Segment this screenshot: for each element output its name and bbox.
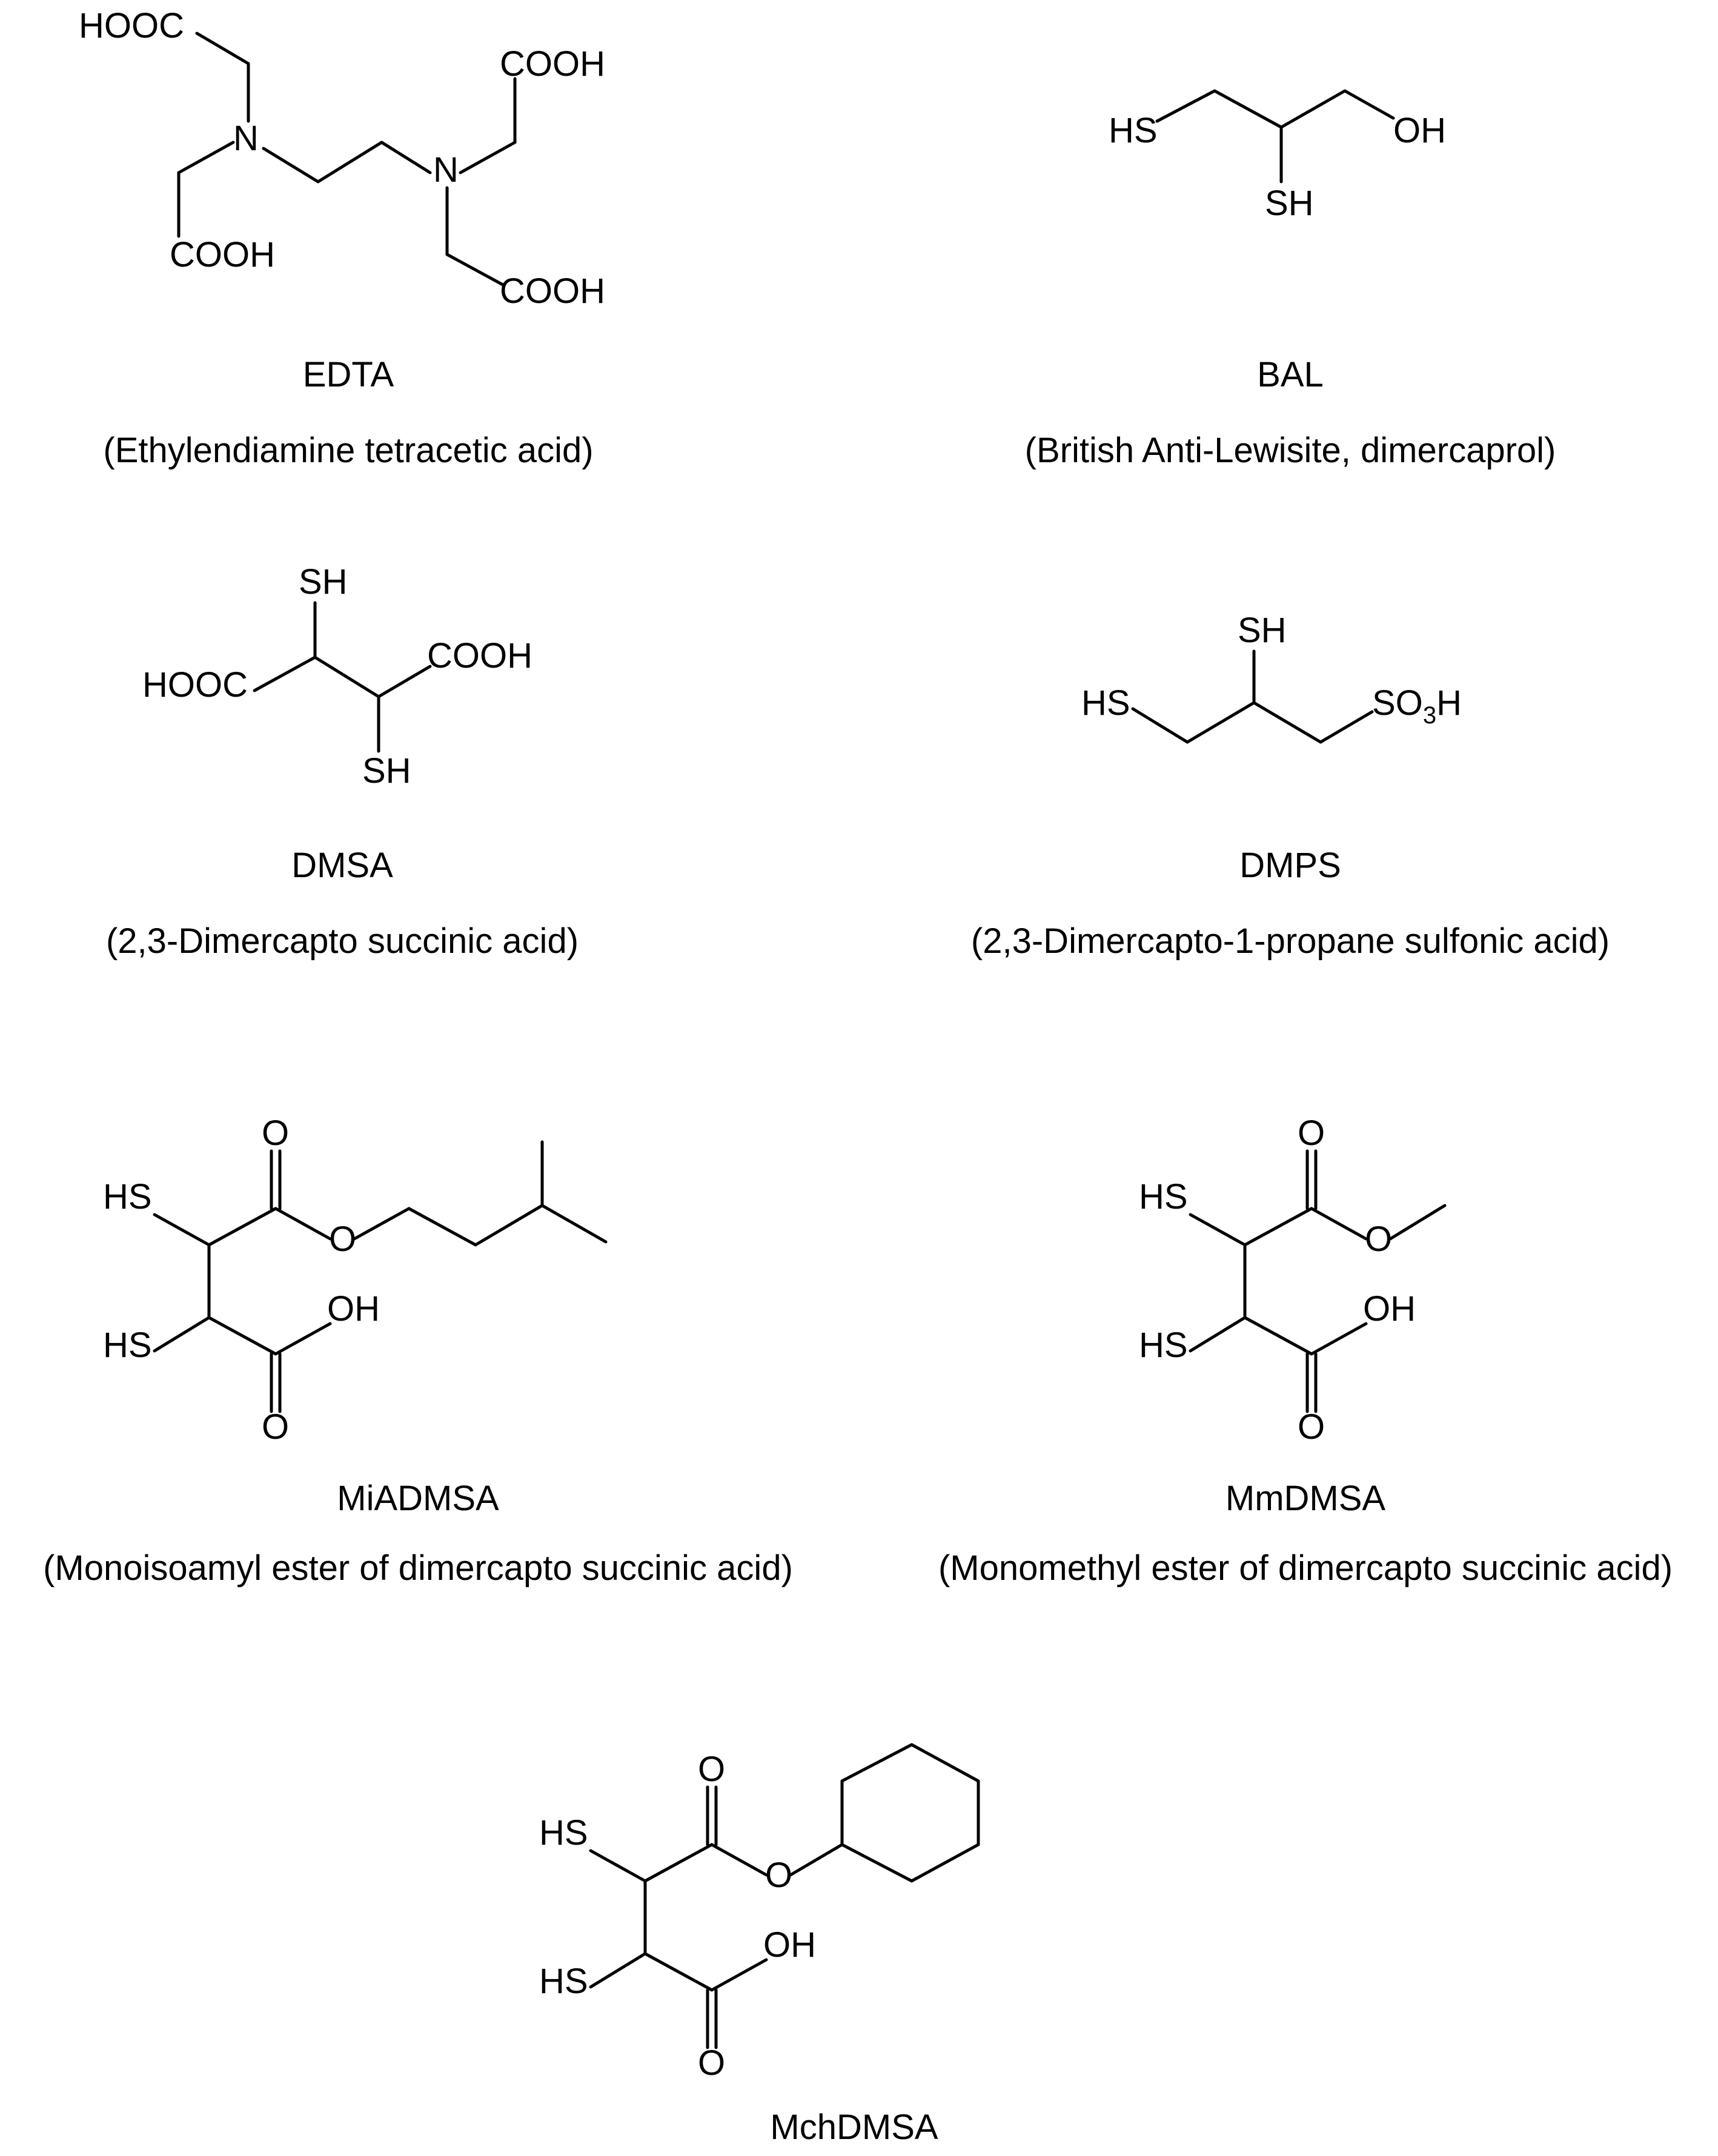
edta-n2-label: N bbox=[433, 150, 459, 190]
miadmsa-o-label-2: O bbox=[329, 1219, 356, 1259]
dmsa-cooh-label: COOH bbox=[427, 636, 532, 675]
dmps-sh-label: SH bbox=[1238, 611, 1287, 650]
mchdmsa-bonds bbox=[589, 1743, 980, 2049]
mchdmsa-structure: O HS O OH HS O bbox=[436, 1720, 1042, 2096]
edta-bonds bbox=[177, 32, 517, 287]
dmsa-structure: SH HOOC COOH SH bbox=[0, 533, 727, 824]
dmps-bonds bbox=[1131, 649, 1374, 744]
edta-n1-label: N bbox=[233, 119, 259, 158]
bal-structure: HS OH SH bbox=[909, 0, 1696, 303]
mmdmsa-structure: O HS O OH HS O bbox=[1036, 1084, 1581, 1460]
edta-abbr: EDTA bbox=[302, 355, 394, 394]
mchdmsa-hs-label-2: HS bbox=[539, 1962, 588, 2001]
miadmsa-bonds bbox=[153, 1140, 608, 1413]
mmdmsa-hs-label-1: HS bbox=[1139, 1177, 1188, 1216]
bal-bonds bbox=[1155, 89, 1395, 184]
mmdmsa-hs-label-2: HS bbox=[1139, 1325, 1188, 1365]
bal-name: (British Anti-Lewisite, dimercaprol) bbox=[1024, 431, 1556, 470]
edta-cooh-label-2: COOH bbox=[500, 44, 605, 84]
miadmsa-abbr: MiADMSA bbox=[337, 1479, 499, 1518]
bal-sh-label: SH bbox=[1265, 184, 1314, 223]
mmdmsa-o-label-3: O bbox=[1298, 1407, 1325, 1447]
mmdmsa-abbr: MmDMSA bbox=[1225, 1479, 1386, 1518]
edta-name: (Ethylendiamine tetracetic acid) bbox=[103, 431, 594, 470]
mmdmsa-o-label-1: O bbox=[1298, 1113, 1325, 1153]
mchdmsa-hs-label-1: HS bbox=[539, 1813, 588, 1853]
edta-cooh-label-1: COOH bbox=[170, 235, 275, 274]
dmsa-hooc-label: HOOC bbox=[142, 665, 248, 705]
dmsa-sh-label-1: SH bbox=[299, 562, 348, 602]
mmdmsa-svg: O HS O OH HS O bbox=[1139, 1113, 1447, 1447]
dmps-abbr: DMPS bbox=[1239, 846, 1341, 885]
dmsa-abbr: DMSA bbox=[291, 846, 393, 885]
miadmsa-o-label-3: O bbox=[262, 1407, 289, 1447]
miadmsa-o-label-1: O bbox=[262, 1113, 289, 1153]
edta-svg: HOOC N COOH N COOH COOH bbox=[79, 6, 605, 311]
dmps-subscript-3: 3 bbox=[1423, 702, 1436, 729]
mchdmsa-o-label-3: O bbox=[698, 2043, 725, 2083]
dmps-so-text: SO bbox=[1372, 683, 1423, 723]
dmps-svg: HS SH SO3H bbox=[1081, 611, 1462, 744]
dmps-h-text: H bbox=[1436, 683, 1462, 723]
mchdmsa-o-label-2: O bbox=[765, 1856, 792, 1895]
bal-svg: HS OH SH bbox=[1109, 89, 1446, 223]
bal-oh-label: OH bbox=[1393, 111, 1446, 150]
bal-abbr: BAL bbox=[1257, 355, 1324, 394]
dmsa-name: (2,3-Dimercapto succinic acid) bbox=[105, 921, 579, 961]
edta-hooc-label: HOOC bbox=[79, 6, 184, 45]
dmps-structure: HS SH SO3H bbox=[909, 533, 1696, 824]
miadmsa-name: (Monoisoamyl ester of dimercapto succini… bbox=[43, 1548, 793, 1588]
dmps-so3h-label: SO3H bbox=[1372, 683, 1462, 729]
bal-hs-label: HS bbox=[1109, 111, 1158, 150]
mchdmsa-oh-label: OH bbox=[763, 1925, 816, 1965]
mmdmsa-oh-label: OH bbox=[1363, 1289, 1416, 1328]
miadmsa-structure: O HS O OH HS O bbox=[0, 1084, 757, 1460]
miadmsa-oh-label: OH bbox=[327, 1289, 380, 1328]
dmps-hs-label: HS bbox=[1081, 683, 1130, 723]
mchdmsa-svg: O HS O OH HS O bbox=[539, 1743, 980, 2083]
mchdmsa-abbr: MchDMSA bbox=[770, 2108, 938, 2147]
miadmsa-hs-label-2: HS bbox=[103, 1325, 152, 1365]
dmps-name: (2,3-Dimercapto-1-propane sulfonic acid) bbox=[970, 921, 1610, 961]
miadmsa-hs-label-1: HS bbox=[103, 1177, 152, 1216]
mmdmsa-bonds bbox=[1189, 1149, 1447, 1413]
mmdmsa-name: (Monomethyl ester of dimercapto succinic… bbox=[938, 1548, 1673, 1588]
mchdmsa-o-label-1: O bbox=[698, 1750, 725, 1789]
mmdmsa-o-label-2: O bbox=[1365, 1219, 1392, 1259]
dmsa-bonds bbox=[253, 601, 432, 753]
edta-structure: HOOC N COOH N COOH COOH bbox=[0, 0, 727, 339]
dmsa-sh-label-2: SH bbox=[362, 751, 411, 791]
miadmsa-svg: O HS O OH HS O bbox=[103, 1113, 608, 1447]
dmsa-svg: SH HOOC COOH SH bbox=[142, 562, 532, 791]
edta-cooh-label-3: COOH bbox=[500, 271, 605, 311]
